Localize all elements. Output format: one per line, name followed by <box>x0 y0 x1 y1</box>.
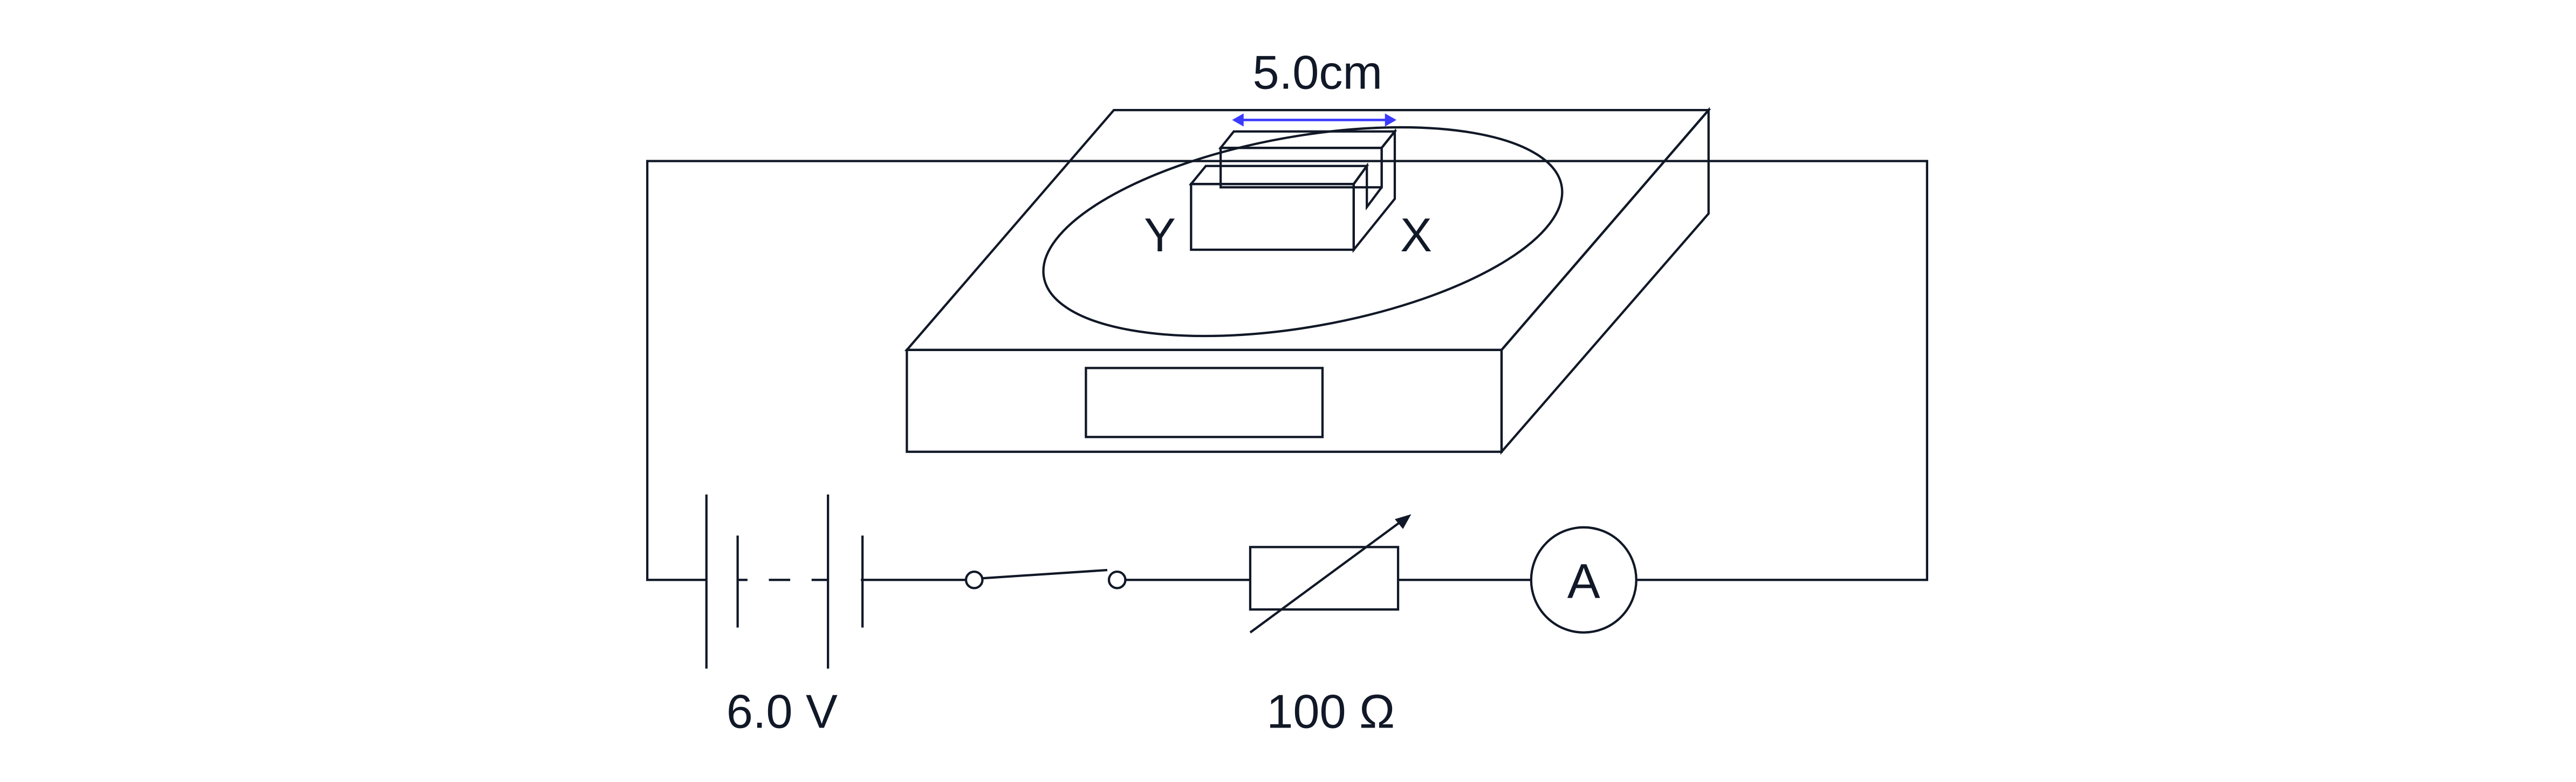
resistance-label: 100 Ω <box>1266 684 1395 738</box>
balance-side-face <box>1500 107 1710 455</box>
switch <box>964 568 1127 589</box>
magnet-back-front <box>1219 147 1383 189</box>
circuit-wires <box>646 160 1928 581</box>
magnet-side <box>1352 128 1396 253</box>
wire-coil <box>1042 126 1564 338</box>
top-pan-balance <box>904 107 1711 455</box>
pole-x-label: X <box>1400 208 1432 262</box>
battery-voltage-label: 6.0 V <box>727 684 838 738</box>
ammeter-symbol: A <box>1567 554 1600 609</box>
u-magnet <box>1188 128 1397 253</box>
balance-top-face <box>904 109 1711 351</box>
battery <box>705 494 864 669</box>
magnet-front-face <box>1190 183 1355 251</box>
magnet-width-label: 5.0cm <box>1253 46 1383 99</box>
pole-y-label: Y <box>1144 208 1176 262</box>
magnet-front-top <box>1188 164 1369 186</box>
ammeter: A <box>1530 526 1638 634</box>
variable-resistor <box>1249 514 1412 634</box>
balance-display <box>1085 367 1324 438</box>
dimension-arrow <box>1232 113 1397 127</box>
